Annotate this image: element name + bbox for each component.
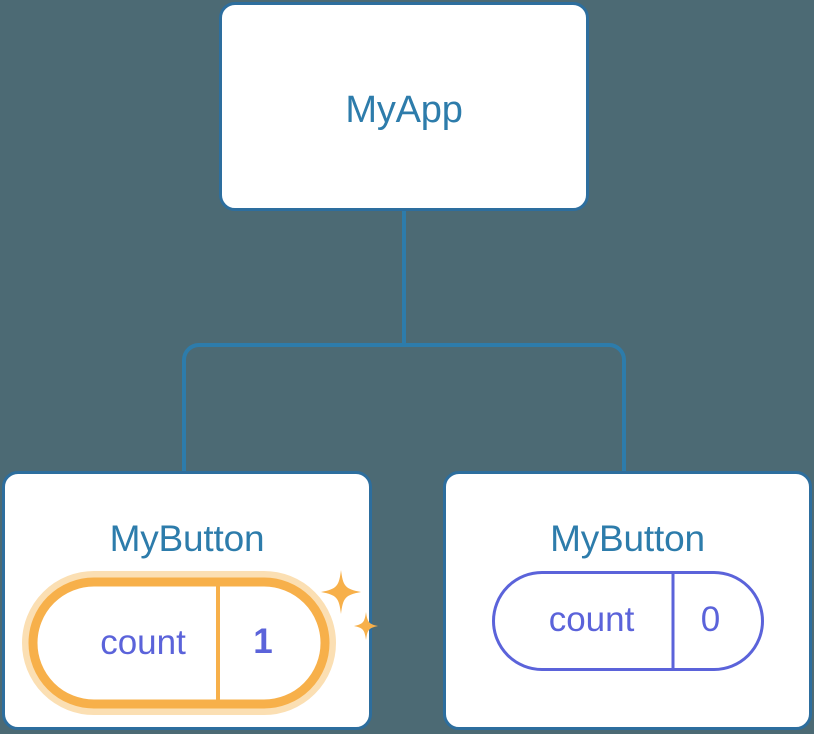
state-pill-highlighted-shape	[22, 571, 336, 715]
connector-to-right-child	[404, 343, 626, 471]
state-pill-highlight-stroke	[28, 577, 330, 709]
state-pill-plain[interactable]: count 0	[491, 571, 764, 671]
component-title-mybutton-right: MyButton	[550, 518, 705, 559]
state-pill-plain-outline	[491, 571, 764, 671]
sparkle-small-icon	[354, 612, 378, 640]
connector-to-left-child	[182, 343, 404, 471]
component-card-mybutton-left[interactable]: MyButton count 1	[2, 471, 378, 730]
component-card-myapp[interactable]: MyApp	[219, 2, 589, 211]
component-title-myapp: MyApp	[345, 89, 463, 131]
state-pill-highlighted[interactable]: count 1	[22, 568, 378, 718]
component-title-mybutton-left: MyButton	[109, 518, 265, 559]
component-card-mybutton-right[interactable]: MyButton count 0	[443, 471, 812, 730]
state-pill-plain-shape	[491, 571, 764, 671]
